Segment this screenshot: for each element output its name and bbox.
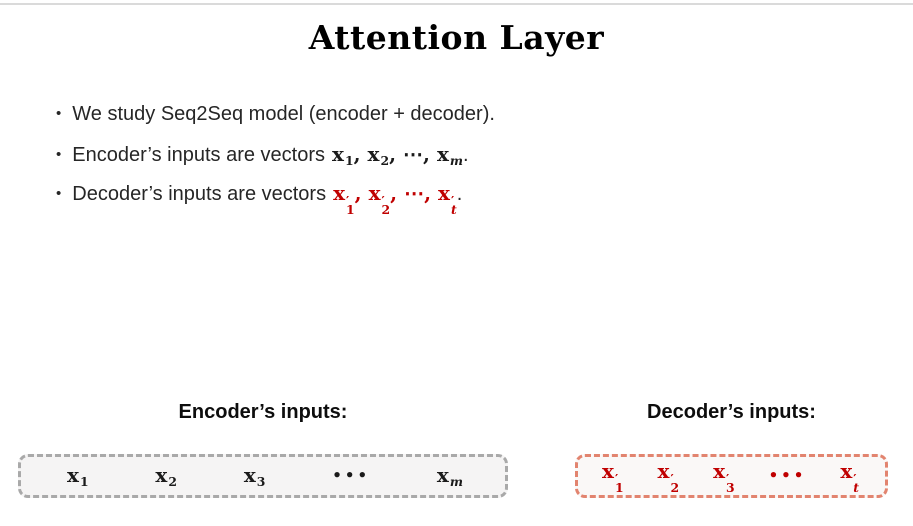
bullet-marker: • bbox=[56, 185, 62, 202]
vector-token: xm bbox=[436, 462, 463, 490]
bullet-text: Encoder’s inputs are vectors bbox=[72, 144, 325, 166]
encoder-inputs-label: Encoder’s inputs: bbox=[178, 401, 348, 423]
encoder-vector-row: x1 x2 x3 ••• xm bbox=[21, 457, 505, 495]
decoder-vector-row: x′1 x′2 x′3 ••• x′t bbox=[578, 457, 885, 495]
ellipsis-token: ⋯ bbox=[404, 181, 425, 205]
vector-token: x′2 bbox=[368, 181, 391, 218]
decoder-vectors-math: x′1, x′2, ⋯, x′t bbox=[333, 181, 457, 218]
encoder-vectors-math: x1, x2, ⋯, xm bbox=[332, 142, 463, 169]
vector-token: xm bbox=[436, 142, 463, 169]
bullet-item-decoder-inputs: • Decoder’s inputs are vectors x′1, x′2,… bbox=[56, 181, 495, 220]
bullet-text: Decoder’s inputs are vectors bbox=[72, 183, 327, 205]
vector-token: x3 bbox=[243, 462, 266, 490]
bullet-item-encoder-inputs: • Encoder’s inputs are vectors x1, x2, ⋯… bbox=[56, 142, 495, 181]
ellipsis-token: ⋯ bbox=[403, 142, 423, 166]
sentence-period: . bbox=[456, 183, 463, 205]
vector-token: x′1 bbox=[602, 458, 624, 496]
vector-token: x′t bbox=[438, 181, 457, 218]
bullet-list: • We study Seq2Seq model (encoder + deco… bbox=[56, 103, 495, 220]
vector-token: x1 bbox=[67, 462, 89, 490]
top-divider-line bbox=[0, 3, 913, 5]
decoder-inputs-box: x′1 x′2 x′3 ••• x′t bbox=[575, 454, 888, 498]
vector-token: x′t bbox=[840, 458, 859, 496]
vector-token: x1 bbox=[332, 142, 354, 169]
vector-token: x2 bbox=[155, 462, 177, 490]
bullet-marker: • bbox=[56, 146, 62, 163]
ellipsis-token: ••• bbox=[768, 466, 807, 484]
ellipsis-token: ••• bbox=[332, 466, 371, 484]
decoder-inputs-label: Decoder’s inputs: bbox=[647, 401, 816, 423]
encoder-inputs-box: x1 x2 x3 ••• xm bbox=[18, 454, 508, 498]
vector-token: x′2 bbox=[657, 458, 680, 496]
vector-token: x2 bbox=[367, 142, 390, 169]
vector-token: x′1 bbox=[333, 181, 355, 218]
sentence-period: . bbox=[463, 144, 469, 166]
bullet-marker: • bbox=[56, 105, 62, 122]
bullet-item-seq2seq: • We study Seq2Seq model (encoder + deco… bbox=[56, 103, 495, 142]
bullet-text: We study Seq2Seq model (encoder + decode… bbox=[72, 103, 495, 125]
slide-title: Attention Layer bbox=[308, 18, 605, 57]
vector-token: x′3 bbox=[713, 458, 735, 496]
